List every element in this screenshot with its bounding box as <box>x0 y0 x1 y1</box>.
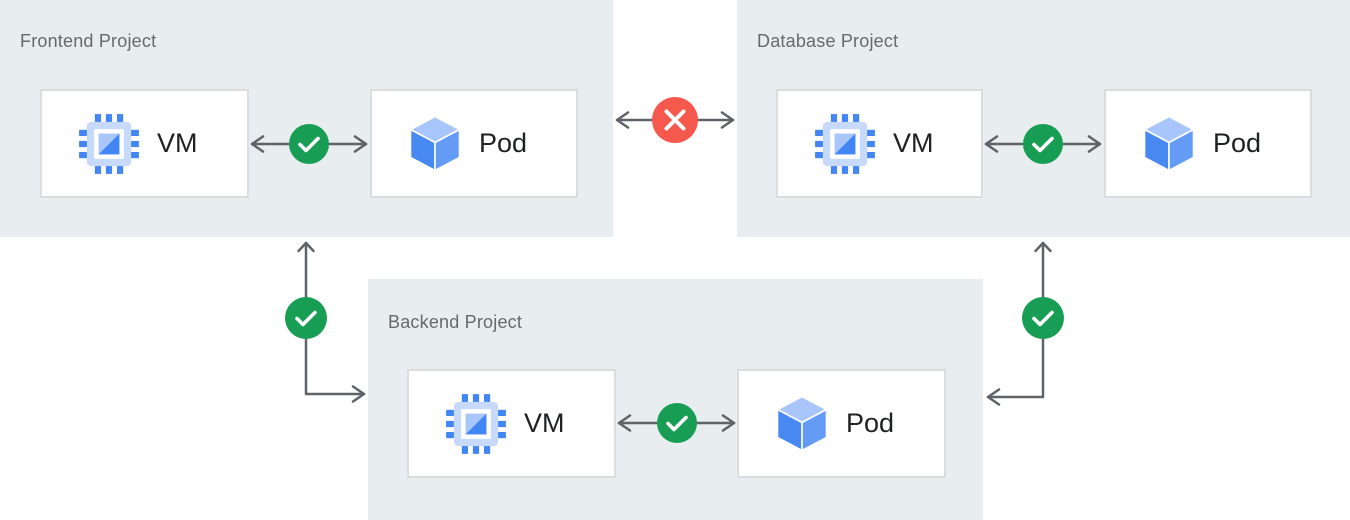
pod-icon <box>408 115 462 172</box>
frontend-database-connector <box>615 111 735 129</box>
check-circle-icon <box>1022 297 1064 339</box>
backend-vm-label: VM <box>524 408 565 438</box>
x-circle-icon <box>652 97 698 143</box>
pod-icon <box>775 395 829 452</box>
frontend-backend-connector <box>297 241 366 403</box>
frontend-vm-card: VM <box>40 89 249 198</box>
frontend-pod-label: Pod <box>479 128 528 158</box>
check-circle-icon <box>285 297 327 339</box>
database-vm-label: VM <box>893 128 934 158</box>
database-project-title: Database Project <box>757 31 899 51</box>
vm-icon <box>78 113 140 175</box>
pod-icon <box>1142 115 1196 172</box>
vm-icon <box>445 393 507 455</box>
database-vm-card: VM <box>776 89 983 198</box>
database-pod-label: Pod <box>1213 128 1262 158</box>
database-backend-connector <box>986 241 1052 406</box>
backend-pod-card: Pod <box>737 369 946 478</box>
vm-icon <box>814 113 876 175</box>
backend-vm-card: VM <box>407 369 616 478</box>
backend-pod-label: Pod <box>846 408 895 438</box>
database-pod-card: Pod <box>1104 89 1312 198</box>
frontend-vm-label: VM <box>157 128 198 158</box>
frontend-pod-card: Pod <box>370 89 578 198</box>
frontend-project-title: Frontend Project <box>20 31 157 51</box>
backend-project-title: Backend Project <box>388 312 523 332</box>
